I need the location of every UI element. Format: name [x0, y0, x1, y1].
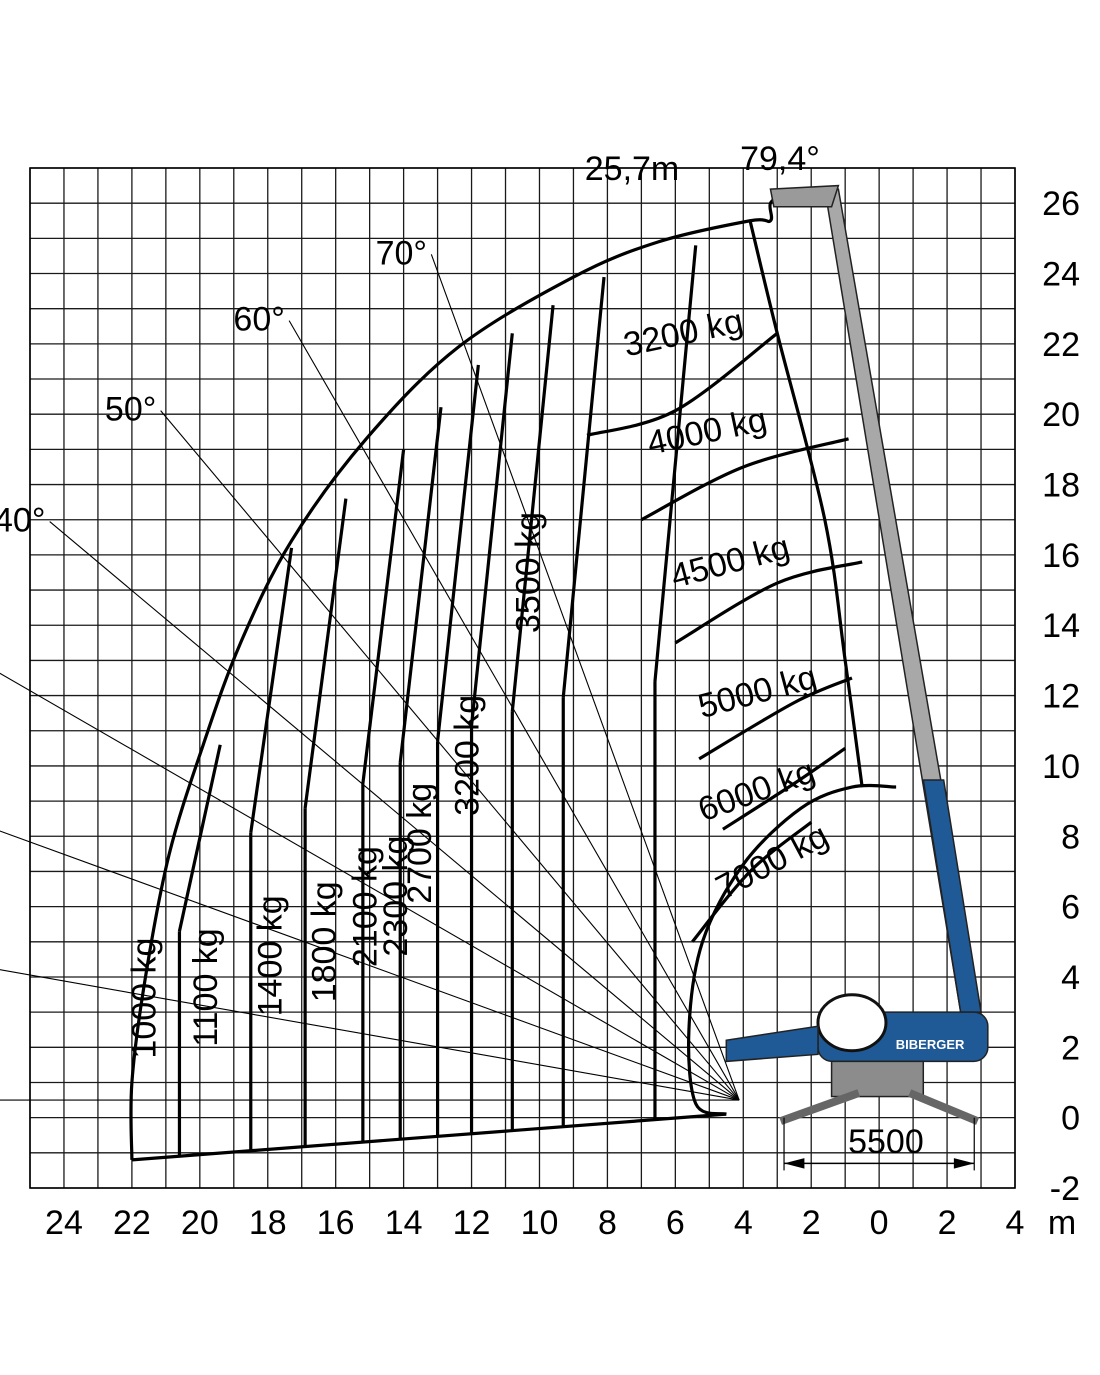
x-tick-label: 0 [870, 1204, 889, 1242]
zone-line-upper [303, 498, 348, 809]
angle-ray [288, 320, 740, 1101]
x-tick-label: 12 [453, 1204, 491, 1242]
y-tick-label: 2 [1061, 1029, 1080, 1067]
zone-line-upper [398, 406, 443, 763]
load-zone-label: 1000 kg [126, 938, 164, 1059]
load-zone-label: 1800 kg [306, 881, 344, 1002]
plot-frame [29, 167, 1016, 1189]
load-zone-label: 2700 kg [401, 783, 439, 904]
dimension-arrow-left [784, 1158, 805, 1169]
load-arc [691, 820, 813, 943]
angle-ray [0, 830, 740, 1101]
zone-line-upper [249, 547, 294, 833]
front-arm [725, 1025, 819, 1063]
x-tick-label: 8 [598, 1204, 617, 1242]
load-zone-label: 3200 kg [620, 302, 746, 364]
dimension-label: 5500 [848, 1123, 924, 1161]
load-arc [698, 676, 853, 761]
angle-ray [430, 254, 740, 1101]
x-tick-label: 20 [181, 1204, 219, 1242]
load-zone-label: 3500 kg [509, 512, 547, 633]
x-tick-label: 6 [666, 1204, 685, 1242]
angle-label: 60° [233, 301, 284, 339]
load-arc [674, 560, 863, 645]
load-zone-label: 1400 kg [251, 895, 289, 1016]
machine-illustration [725, 184, 989, 1171]
zone-line-upper [435, 364, 480, 742]
angle-ray [49, 521, 740, 1101]
outrigger-left [779, 1089, 861, 1125]
load-zone-label: 4000 kg [644, 400, 770, 462]
boom-head [769, 184, 840, 208]
x-unit-label: m [1048, 1204, 1076, 1242]
y-tick-label: 6 [1061, 889, 1080, 927]
x-tick-label: 16 [317, 1204, 355, 1242]
max-angle-label: 79,4° [740, 140, 820, 178]
boom-base-section [922, 779, 982, 1013]
y-tick-label: 18 [1042, 467, 1080, 505]
operator-cab [816, 993, 888, 1053]
y-tick-label: 26 [1042, 185, 1080, 223]
x-tick-label: 2 [802, 1204, 821, 1242]
y-tick-label: 10 [1042, 748, 1080, 786]
load-zone-label: 1100 kg [187, 928, 225, 1046]
y-tick-label: 0 [1061, 1100, 1080, 1138]
x-tick-label: 18 [249, 1204, 287, 1242]
x-tick-label: 14 [385, 1204, 423, 1242]
inner-envelope [687, 783, 897, 1116]
angle-label: 40° [0, 502, 45, 540]
x-tick-label: 2 [938, 1204, 957, 1242]
x-tick-label: 10 [521, 1204, 559, 1242]
load-arc [722, 747, 847, 831]
dimension-arrow-right [953, 1158, 975, 1169]
zone-line-upper [469, 333, 514, 726]
angle-ray [160, 410, 740, 1101]
x-tick-label: 22 [113, 1204, 151, 1242]
load-zone-label: 6000 kg [693, 752, 820, 829]
outrigger-right [908, 1089, 980, 1125]
load-arc [640, 437, 849, 522]
y-tick-label: 22 [1042, 326, 1080, 364]
zone-line-upper [510, 305, 555, 712]
angle-rays [0, 254, 740, 1101]
angle-label: 50° [105, 391, 156, 429]
y-tick-label: -2 [1050, 1170, 1080, 1208]
zone-line-upper [561, 276, 606, 698]
x-tick-label: 24 [45, 1204, 83, 1242]
load-zone-label: 2100 kg [346, 846, 384, 967]
x-tick-label: 4 [1006, 1204, 1025, 1242]
max-height-label: 25,7m [585, 150, 680, 188]
y-tick-label: 24 [1042, 256, 1080, 294]
angle-label: 70° [376, 234, 427, 272]
y-tick-label: 20 [1042, 396, 1080, 434]
load-zone-label: 3200 kg [448, 695, 486, 816]
y-tick-label: 12 [1042, 678, 1080, 716]
load-zone-label: 5000 kg [694, 658, 821, 726]
x-tick-label: 4 [734, 1204, 753, 1242]
undercarriage [830, 1060, 925, 1098]
zone-line-upper [653, 245, 698, 682]
y-tick-label: 14 [1042, 607, 1080, 645]
brand-logo: BIBERGER [896, 1037, 965, 1052]
load-curves [129, 191, 897, 1162]
load-zone-label: 2300 kg [377, 836, 415, 957]
y-tick-label: 4 [1061, 959, 1080, 997]
zone-line-upper [177, 744, 222, 932]
y-tick-label: 16 [1042, 537, 1080, 575]
angle-ray [0, 969, 740, 1101]
load-arc [586, 332, 779, 437]
zone-line-upper [361, 449, 406, 784]
angle-ray [0, 672, 740, 1101]
base-line [131, 1112, 727, 1162]
y-tick-label: 8 [1061, 818, 1080, 856]
right-envelope [748, 220, 864, 788]
